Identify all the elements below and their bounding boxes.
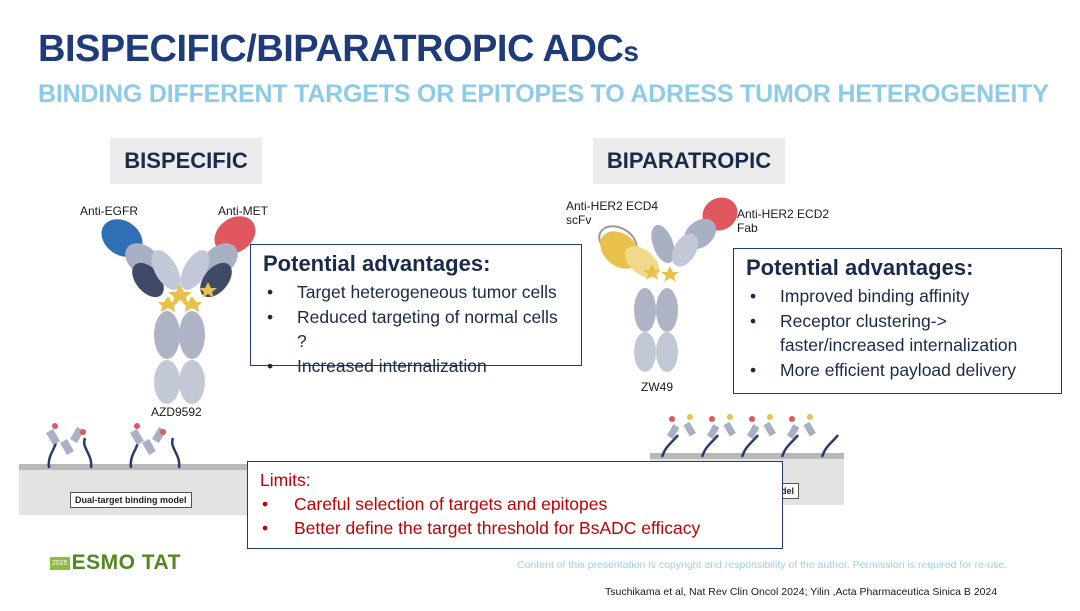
advantage-item: •Reduced targeting of normal cells ?	[267, 306, 558, 352]
advantage-item: •Receptor clustering->	[750, 310, 947, 331]
anti-egfr-label: Anti-EGFR	[80, 204, 139, 218]
limit-item: •Better define the target threshold for …	[262, 518, 701, 538]
advantage-item: •Improved binding affinity	[750, 286, 970, 306]
advantages-heading: Potential advantages:	[746, 255, 974, 280]
citation: Tsuchikama et al, Nat Rev Clin Oncol 202…	[605, 586, 998, 598]
advantage-item: •More efficient payload delivery	[750, 359, 1017, 380]
bispecific-advantages-box: Potential advantages: •Target heterogene…	[250, 244, 582, 376]
slide-title: BISPECIFIC/BIPARATROPIC ADCs	[38, 28, 639, 70]
azd9592-label: AZD9592	[151, 405, 202, 419]
anti-met-label: Anti-MET	[218, 204, 269, 218]
biparatropic-label: BIPARATROPIC	[593, 138, 785, 184]
biparatropic-antibody-diagram	[598, 197, 738, 372]
limits-box: Limits: •Careful selection of targets an…	[247, 461, 783, 549]
advantage-item: •Target heterogeneous tumor cells	[267, 282, 557, 302]
advantage-item-continuation: faster/increased internalization	[780, 335, 1018, 355]
zw49-label: ZW49	[641, 380, 674, 394]
dual-target-caption: Dual-target binding model	[70, 492, 192, 508]
copyright-notice: Content of this presentation is copyrigh…	[517, 559, 1008, 571]
bispecific-antibody-diagram	[101, 216, 256, 404]
advantages-heading: Potential advantages:	[263, 251, 491, 276]
advantage-item: •Increased internalization	[267, 355, 487, 376]
slide-subtitle: BINDING DIFFERENT TARGETS OR EPITOPES TO…	[38, 80, 1049, 108]
biparatropic-advantages-box: Potential advantages: •Improved binding …	[733, 248, 1062, 394]
limit-item: •Careful selection of targets and epitop…	[262, 494, 608, 514]
limits-heading: Limits:	[260, 470, 311, 490]
bispecific-label: BISPECIFIC	[110, 138, 262, 184]
